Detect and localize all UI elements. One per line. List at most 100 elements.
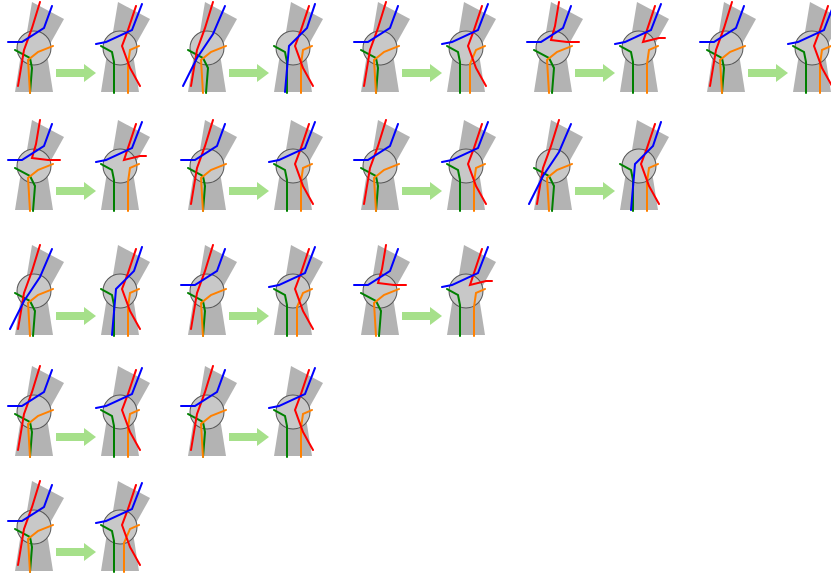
blue-strand bbox=[353, 248, 399, 286]
blue-strand bbox=[441, 3, 489, 45]
green-strand bbox=[273, 409, 288, 458]
blue-strand bbox=[95, 121, 143, 163]
right-arrow-icon bbox=[229, 182, 269, 200]
red-strand bbox=[466, 5, 487, 87]
transition-rule bbox=[7, 119, 150, 212]
right-arrow-icon bbox=[56, 307, 96, 325]
red-strand bbox=[293, 369, 314, 451]
orange-strand bbox=[646, 163, 659, 212]
orange-strand bbox=[300, 45, 313, 94]
lower-stem-shape bbox=[447, 297, 485, 335]
lower-stem-shape bbox=[101, 533, 139, 571]
transition-rule bbox=[180, 119, 323, 212]
red-strand bbox=[293, 248, 314, 330]
lower-stem-shape bbox=[274, 297, 312, 335]
red-strand bbox=[120, 369, 141, 451]
lower-stem-shape bbox=[620, 172, 658, 210]
red-strand bbox=[190, 1, 214, 87]
right-arrow-icon bbox=[56, 64, 96, 82]
green-strand bbox=[446, 288, 461, 337]
orange-strand bbox=[199, 288, 227, 337]
blue-strand bbox=[7, 484, 53, 522]
transition-rule bbox=[528, 119, 669, 212]
joint-node bbox=[275, 30, 311, 66]
red-strand bbox=[536, 119, 560, 205]
blue-strand bbox=[182, 5, 226, 87]
green-strand bbox=[100, 45, 115, 94]
right-arrow-icon bbox=[56, 428, 96, 446]
right-arrow-icon bbox=[575, 64, 615, 82]
green-strand bbox=[100, 163, 115, 212]
blue-strand bbox=[180, 248, 226, 286]
blue-strand bbox=[268, 367, 316, 409]
blue-strand bbox=[7, 5, 53, 43]
orange-strand bbox=[545, 163, 573, 212]
green-strand bbox=[273, 288, 288, 337]
red-strand bbox=[468, 248, 493, 287]
right-arrow-icon bbox=[229, 307, 269, 325]
right-arrow-icon bbox=[402, 64, 442, 82]
blue-strand bbox=[111, 246, 143, 336]
red-strand bbox=[812, 5, 831, 87]
orange-strand bbox=[127, 288, 140, 337]
red-strand bbox=[466, 123, 487, 205]
blue-strand bbox=[284, 3, 316, 93]
orange-strand bbox=[199, 163, 227, 212]
transition-rule bbox=[353, 119, 496, 212]
orange-strand bbox=[300, 409, 313, 458]
orange-strand bbox=[819, 45, 831, 94]
transition-rule bbox=[526, 1, 669, 94]
blue-strand bbox=[95, 367, 143, 409]
blue-strand bbox=[441, 121, 489, 163]
orange-strand bbox=[718, 45, 746, 94]
green-strand bbox=[792, 45, 807, 94]
orange-strand bbox=[26, 45, 54, 94]
lower-stem-shape bbox=[274, 172, 312, 210]
transition-rule bbox=[180, 365, 323, 458]
orange-strand bbox=[26, 163, 54, 212]
green-strand bbox=[14, 167, 37, 212]
transition-rule bbox=[7, 365, 150, 458]
orange-strand bbox=[300, 163, 313, 212]
blue-strand bbox=[787, 9, 831, 45]
orange-strand bbox=[473, 288, 486, 337]
lower-stem-shape bbox=[101, 297, 139, 335]
blue-strand bbox=[180, 369, 226, 407]
red-strand bbox=[17, 244, 41, 330]
red-strand bbox=[120, 484, 141, 566]
right-arrow-icon bbox=[402, 182, 442, 200]
right-arrow-icon bbox=[229, 64, 269, 82]
blue-strand bbox=[353, 5, 399, 43]
lower-stem-shape bbox=[707, 54, 745, 92]
orange-strand bbox=[473, 163, 486, 212]
orange-strand bbox=[372, 45, 400, 94]
red-strand bbox=[120, 248, 141, 330]
blue-strand bbox=[7, 123, 53, 161]
lower-stem-shape bbox=[274, 418, 312, 456]
orange-strand bbox=[646, 45, 659, 94]
green-strand bbox=[533, 49, 556, 94]
blue-strand bbox=[699, 5, 745, 43]
right-arrow-icon bbox=[402, 307, 442, 325]
lower-stem-shape bbox=[361, 172, 399, 210]
blue-strand bbox=[528, 123, 572, 205]
red-strand bbox=[122, 123, 147, 162]
orange-strand bbox=[26, 409, 54, 458]
blue-strand bbox=[268, 121, 316, 163]
lower-stem-shape bbox=[361, 54, 399, 92]
lower-stem-shape bbox=[15, 418, 53, 456]
lower-stem-shape bbox=[15, 533, 53, 571]
green-strand bbox=[446, 163, 461, 212]
orange-strand bbox=[372, 163, 400, 212]
red-strand bbox=[549, 1, 580, 43]
orange-strand bbox=[127, 409, 140, 458]
blue-strand bbox=[7, 369, 53, 407]
blue-strand bbox=[614, 3, 662, 45]
transition-rule bbox=[7, 1, 150, 94]
lower-stem-shape bbox=[188, 172, 226, 210]
transition-rule bbox=[7, 480, 150, 573]
blue-strand bbox=[441, 246, 489, 288]
green-strand bbox=[100, 524, 115, 573]
orange-strand bbox=[26, 524, 54, 573]
